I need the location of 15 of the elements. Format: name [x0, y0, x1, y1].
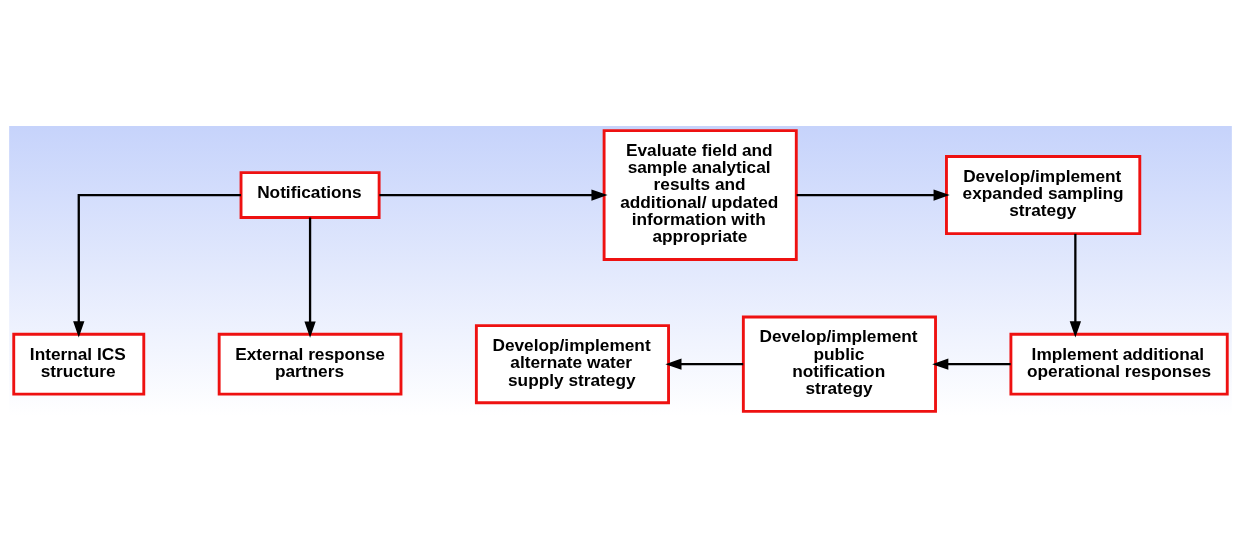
node-box: Develop/implement public notification strategy: [741, 315, 937, 413]
arrow: [379, 188, 608, 201]
node-box: Internal ICS structure: [12, 332, 146, 396]
arrow: [1069, 233, 1081, 337]
node-box: Develop/implement alternate water supply strategy: [474, 323, 670, 404]
node-box: Implement additional operational responses: [1009, 332, 1229, 396]
arrow: [304, 217, 316, 338]
node-box: Develop/implement expanded sampling strategy: [945, 154, 1142, 235]
node-box: Notifications: [239, 170, 381, 219]
arrow: [665, 358, 744, 370]
arrow: [796, 188, 950, 201]
arrow: [73, 193, 241, 337]
node-box: External response partners: [217, 332, 403, 396]
node-box: Evaluate field and sample analytical results and additional/ updated information with appropriate: [602, 128, 798, 261]
arrow: [932, 358, 1011, 370]
